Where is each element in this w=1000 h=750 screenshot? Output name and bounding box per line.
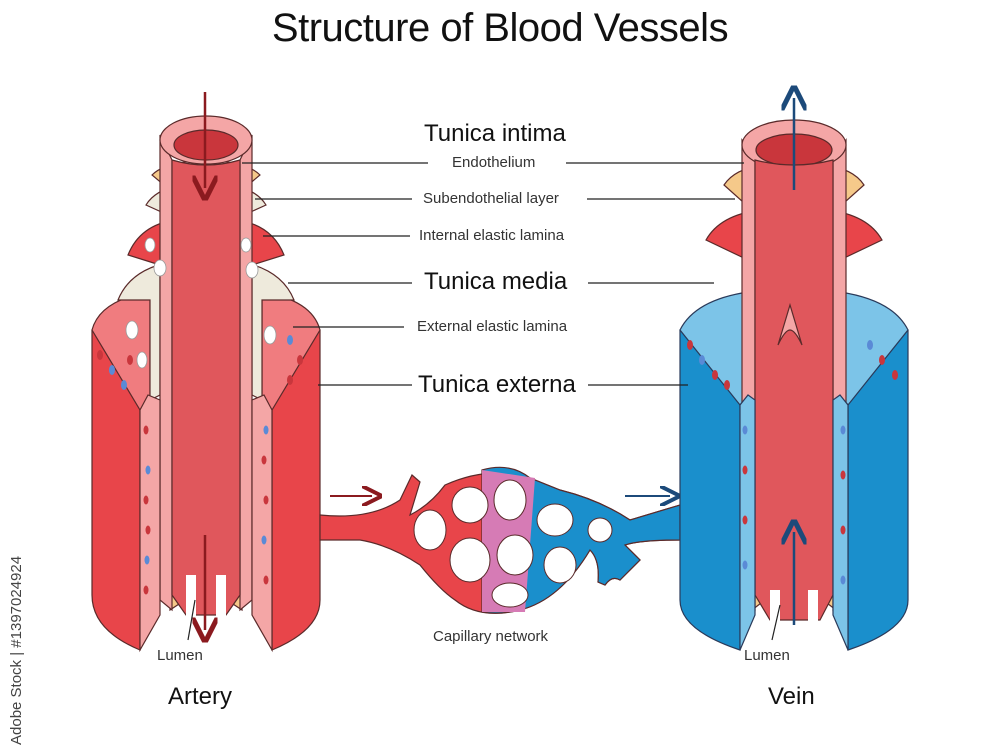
label-internal-elastic-lamina: Internal elastic lamina bbox=[419, 227, 565, 244]
label-vein: Vein bbox=[768, 683, 815, 710]
vein-illustration bbox=[679, 119, 909, 651]
label-capillary-network: Capillary network bbox=[433, 628, 549, 645]
label-tunica-intima: Tunica intima bbox=[424, 120, 566, 147]
page-title: Structure of Blood Vessels bbox=[271, 6, 729, 50]
vein-valve bbox=[777, 302, 803, 346]
label-artery: Artery bbox=[168, 683, 233, 710]
label-lumen-vein: Lumen bbox=[744, 647, 790, 664]
label-tunica-media: Tunica media bbox=[424, 268, 568, 295]
label-endothelium: Endothelium bbox=[452, 154, 536, 171]
label-subendothelial-layer: Subendothelial layer bbox=[423, 190, 559, 207]
capillary-network bbox=[319, 466, 681, 614]
artery-illustration bbox=[91, 115, 321, 653]
stock-watermark: Adobe Stock | #1397024924 bbox=[8, 555, 25, 745]
label-tunica-externa: Tunica externa bbox=[418, 371, 576, 398]
vein-lumen bbox=[754, 159, 834, 621]
label-external-elastic-lamina: External elastic lamina bbox=[417, 318, 568, 335]
artery-lumen bbox=[171, 159, 241, 616]
label-lumen-artery: Lumen bbox=[157, 647, 203, 664]
leader-lines bbox=[187, 162, 781, 641]
